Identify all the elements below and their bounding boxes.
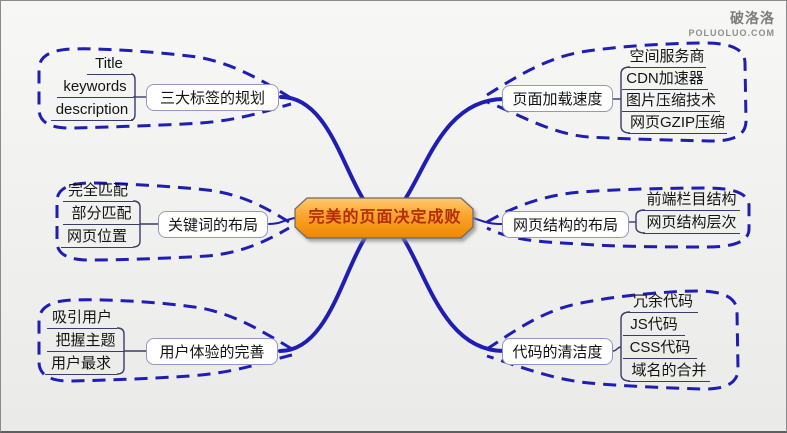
subtopic-title[interactable]: Title — [87, 55, 131, 75]
children-bracket-mid-right — [629, 209, 646, 234]
group-boundary-mid-right — [486, 186, 751, 249]
subtopic-partial-match[interactable]: 部分匹配 — [63, 205, 140, 225]
topic-bottom-right[interactable]: 代码的清洁度 — [502, 338, 613, 365]
topic-mid-left[interactable]: 关键词的布局 — [158, 211, 268, 238]
watermark-site: POLUOLUO.COM — [688, 28, 775, 38]
central-topic-shape — [294, 197, 474, 239]
children-bracket-bottom-left — [116, 327, 146, 375]
subtopic-redundant-code[interactable]: 冗余代码 — [628, 293, 698, 313]
topic-top-left[interactable]: 三大标签的规划 — [146, 84, 279, 111]
group-boundary-mid-left — [55, 181, 290, 262]
watermark: 破洛洛 POLUOLUO.COM — [689, 8, 776, 38]
subtopic-css-code[interactable]: CSS代码 — [623, 339, 697, 359]
branch-connector-bottom-right — [382, 219, 506, 353]
topic-bottom-left[interactable]: 用户体验的完善 — [146, 338, 278, 365]
group-boundary-top-left — [37, 47, 292, 130]
subtopic-user-demand[interactable]: 用户最求 — [45, 355, 117, 375]
subtopic-structure-levels[interactable]: 网页结构层次 — [643, 214, 740, 234]
subtopic-js-code[interactable]: JS代码 — [623, 316, 685, 336]
topic-mid-right[interactable]: 网页结构的布局 — [502, 211, 629, 238]
subtopic-page-position[interactable]: 网页位置 — [61, 228, 133, 248]
children-bracket-top-left — [130, 73, 146, 121]
branch-connector-bottom-left — [278, 219, 386, 353]
group-boundary-top-right — [486, 41, 748, 143]
subtopic-description[interactable]: description — [51, 101, 133, 121]
subtopic-gzip-compression[interactable]: 网页GZIP压缩 — [628, 114, 727, 134]
topic-top-right[interactable]: 页面加载速度 — [502, 85, 613, 112]
subtopic-keywords[interactable]: keywords — [57, 78, 133, 98]
children-bracket-bottom-right — [612, 311, 631, 382]
subtopic-attract-users[interactable]: 吸引用户 — [47, 309, 117, 329]
subtopic-grasp-theme[interactable]: 把握主题 — [47, 332, 124, 352]
children-bracket-top-right — [613, 66, 631, 134]
subtopic-exact-match[interactable]: 完全匹配 — [63, 182, 133, 202]
central-topic[interactable]: 完美的页面决定成败 — [308, 209, 462, 226]
subtopic-hosting-provider[interactable]: 空间服务商 — [628, 48, 706, 68]
group-boundary-bottom-right — [486, 289, 740, 391]
group-boundary-bottom-left — [37, 298, 293, 383]
subtopic-cdn-accelerator[interactable]: CDN加速器 — [622, 70, 708, 90]
subtopic-domain-merge[interactable]: 域名的合并 — [628, 362, 710, 382]
children-bracket-mid-left — [132, 200, 158, 248]
watermark-title: 破洛洛 — [730, 10, 775, 26]
branch-connector-mid-right — [472, 217, 504, 225]
branch-connector-mid-left — [268, 217, 296, 225]
subtopic-image-compression[interactable]: 图片压缩技术 — [622, 92, 720, 112]
subtopic-frontend-structure[interactable]: 前端栏目结构 — [643, 191, 740, 211]
